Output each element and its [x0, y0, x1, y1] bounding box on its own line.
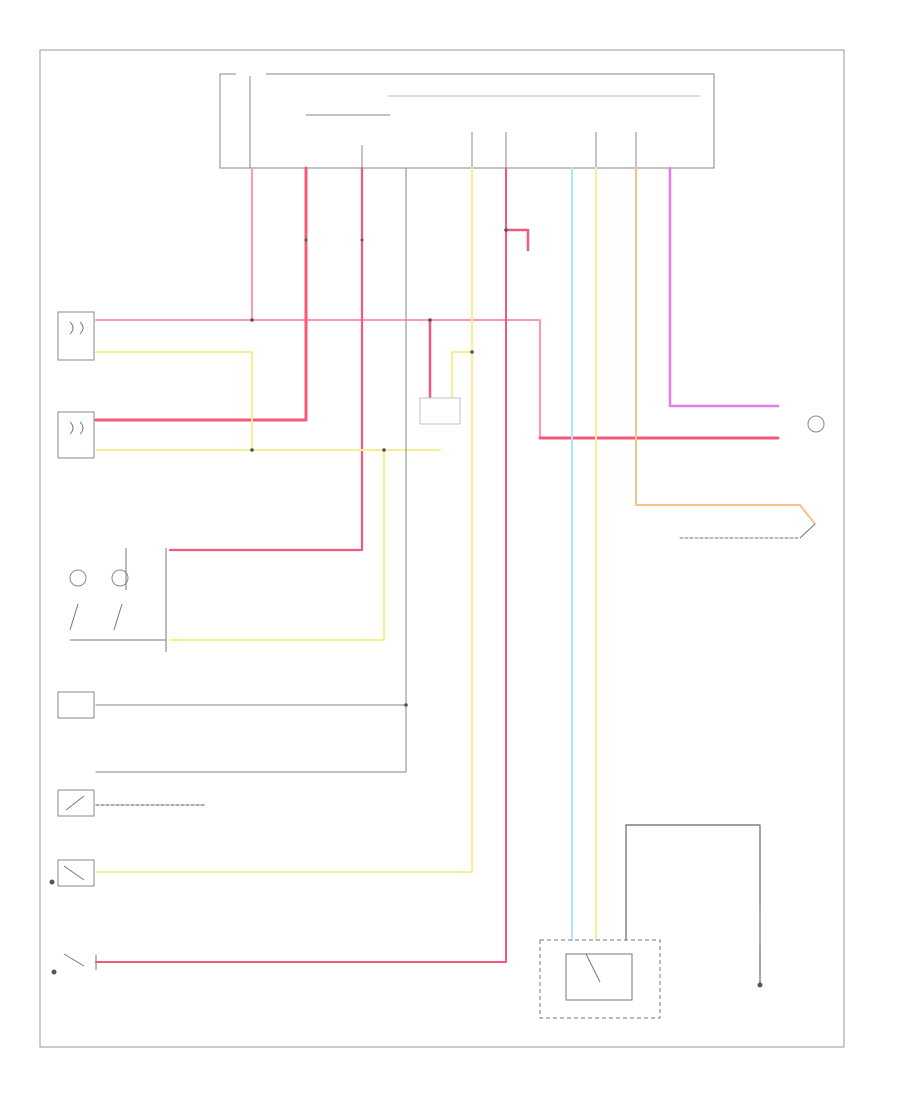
- wire-pink-left-rear: [95, 167, 253, 321]
- wire-magenta-high-mount: [668, 166, 780, 408]
- wire-yellow-left-rear: [95, 351, 253, 451]
- door-switch: [799, 523, 816, 539]
- wire-pink-main-run: [251, 319, 541, 439]
- wire-pink-bold-side-relay: [504, 228, 530, 252]
- hazard-relay: [419, 397, 461, 425]
- wire-pink-tail-switch: [95, 167, 507, 963]
- backup-lamp-switch: [69, 548, 167, 652]
- wire-group-yellow: [95, 167, 597, 941]
- high-mount-lamp: [807, 415, 825, 433]
- splice-points: [250, 228, 508, 707]
- wire-pink-bold-right-rear: [94, 166, 308, 422]
- wire-yellow-relay-feed: [451, 351, 473, 399]
- lock-module: [539, 939, 661, 1019]
- license-lamp: [57, 691, 95, 719]
- wire-orange-door-switch: [635, 167, 816, 525]
- body-control-module: [219, 66, 715, 169]
- diagram-frame: [39, 49, 845, 1048]
- wire-gray-license-lamp: [95, 167, 407, 773]
- wire-yellow-hazard-switch: [95, 167, 473, 873]
- tail-switch: [57, 789, 95, 817]
- wire-group-gray: [95, 167, 801, 986]
- wire-yellow-turn-switch: [169, 449, 385, 641]
- wire-pink-backup-switch: [168, 166, 364, 552]
- wire-group-pink: [94, 166, 780, 963]
- right-rear-lamp: [57, 411, 95, 459]
- hazard-switch: [49, 859, 95, 887]
- tail-lamp-switch: [51, 953, 97, 975]
- wire-gray-lock-module-ground: [625, 824, 761, 986]
- rear-door-lock-switch: [757, 905, 763, 988]
- left-rear-lamp: [57, 311, 95, 361]
